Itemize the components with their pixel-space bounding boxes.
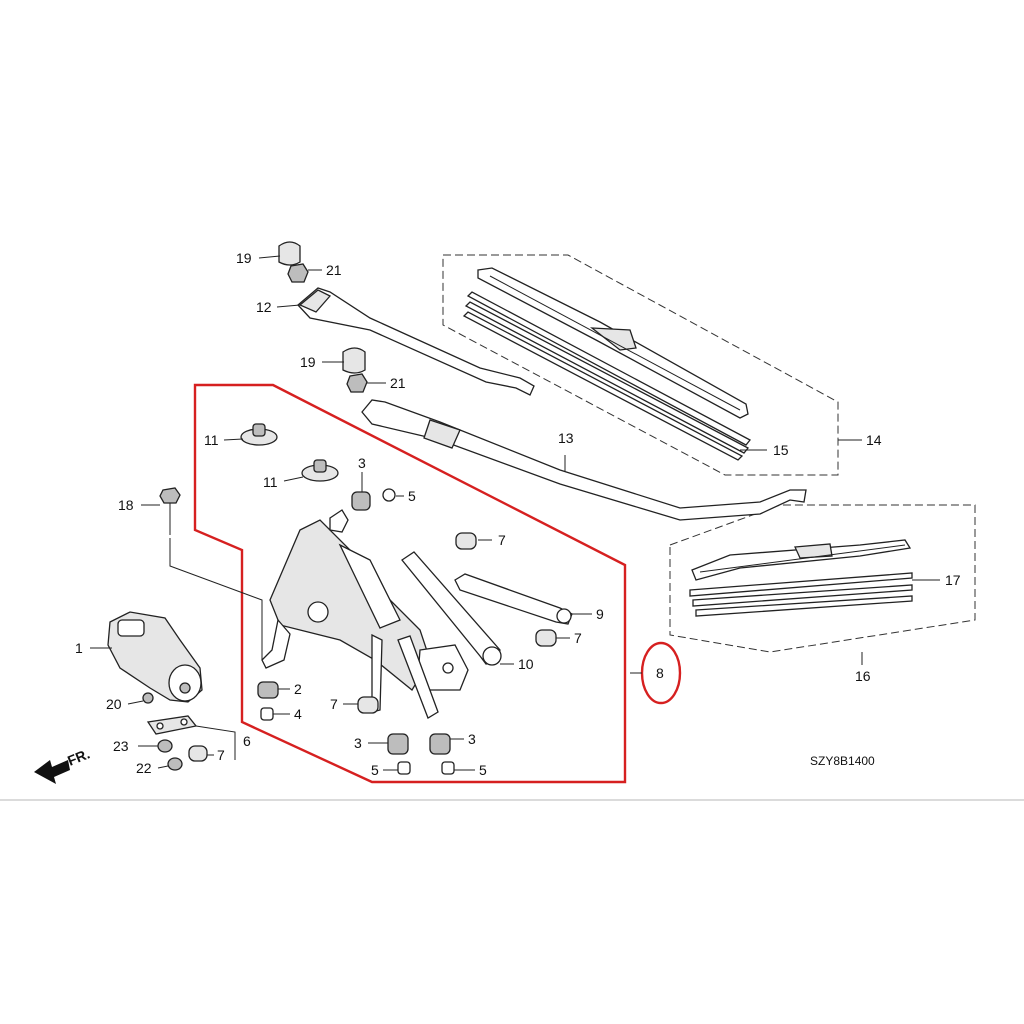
front-direction-arrow: FR. <box>34 745 92 784</box>
callout-22: 22 <box>136 760 152 776</box>
grommet-c <box>357 696 379 714</box>
callout-14: 14 <box>866 432 882 448</box>
link-rod-10 <box>401 551 502 666</box>
linkage-frame <box>261 509 469 719</box>
nut-23 <box>157 739 173 753</box>
front-label: FR. <box>65 745 92 768</box>
bushing-top <box>351 491 371 511</box>
callout-7-d: 7 <box>217 747 225 763</box>
callout-11-lower: 11 <box>263 474 278 490</box>
bushing-bottom-left <box>387 733 409 755</box>
callout-5-top: 5 <box>408 488 416 504</box>
callout-1: 1 <box>75 640 83 656</box>
callout-21-upper: 21 <box>326 262 342 278</box>
callout-7-c: 7 <box>330 696 338 712</box>
callout-5-right: 5 <box>479 762 487 778</box>
blade-assembly-box-14 <box>442 254 839 476</box>
callout-9: 9 <box>596 606 604 622</box>
callout-3-top: 3 <box>358 455 366 471</box>
callout-12: 12 <box>256 299 272 315</box>
grommet-b <box>535 629 557 647</box>
wiper-blade-upper <box>462 267 751 461</box>
callout-11-upper: 11 <box>204 432 219 448</box>
callout-5-left: 5 <box>371 762 379 778</box>
callout-23: 23 <box>113 738 129 754</box>
motor-bracket <box>146 715 198 735</box>
leader-lines <box>90 255 940 771</box>
blade-assembly-box-16 <box>669 504 976 653</box>
wiper-arm-upper <box>297 287 535 396</box>
nut-22 <box>167 757 183 771</box>
callout-3-left: 3 <box>354 735 362 751</box>
grommet-a <box>455 532 477 550</box>
callout-2: 2 <box>294 681 302 697</box>
callout-7-a: 7 <box>498 532 506 548</box>
screw-20 <box>142 692 154 704</box>
callout-19-lower: 19 <box>300 354 316 370</box>
callout-4: 4 <box>294 706 302 722</box>
link-rod-9 <box>454 573 573 625</box>
callout-19-upper: 19 <box>236 250 252 266</box>
arm-nut-upper <box>287 263 309 283</box>
callout-21-lower: 21 <box>390 375 406 391</box>
bolt-bottom-right <box>441 761 455 775</box>
pivot-cap-1 <box>240 423 278 446</box>
wiper-motor <box>107 611 203 703</box>
callout-13: 13 <box>558 430 574 446</box>
callout-6: 6 <box>243 733 251 749</box>
diagram-code: SZY8B1400 <box>810 754 875 768</box>
arm-nut-lower <box>346 373 368 393</box>
callout-10: 10 <box>518 656 534 672</box>
callout-20: 20 <box>106 696 122 712</box>
bushing-bottom-right <box>429 733 451 755</box>
bolt-bottom-left <box>397 761 411 775</box>
arm-cap-upper <box>278 241 301 266</box>
wiper-arm-lower <box>361 399 807 521</box>
callout-16: 16 <box>855 668 871 684</box>
grommet-d <box>188 745 208 762</box>
callout-numbers: 19 21 12 19 21 11 11 3 5 13 15 14 18 7 1… <box>75 250 961 778</box>
callout-17: 17 <box>945 572 961 588</box>
callout-7-b: 7 <box>574 630 582 646</box>
callout-18: 18 <box>118 497 134 513</box>
callout-3-right: 3 <box>468 731 476 747</box>
wiper-blade-lower <box>689 539 913 617</box>
pivot-cap-2 <box>301 459 339 482</box>
linkage-highlight-outline <box>193 383 627 784</box>
bolt-top <box>382 488 396 502</box>
arm-cap-lower <box>342 347 366 374</box>
bolt-4 <box>260 707 274 721</box>
callout-15: 15 <box>773 442 789 458</box>
mounting-bolt-18 <box>159 487 181 535</box>
bushing-2 <box>257 681 279 699</box>
callout-8: 8 <box>656 665 664 681</box>
